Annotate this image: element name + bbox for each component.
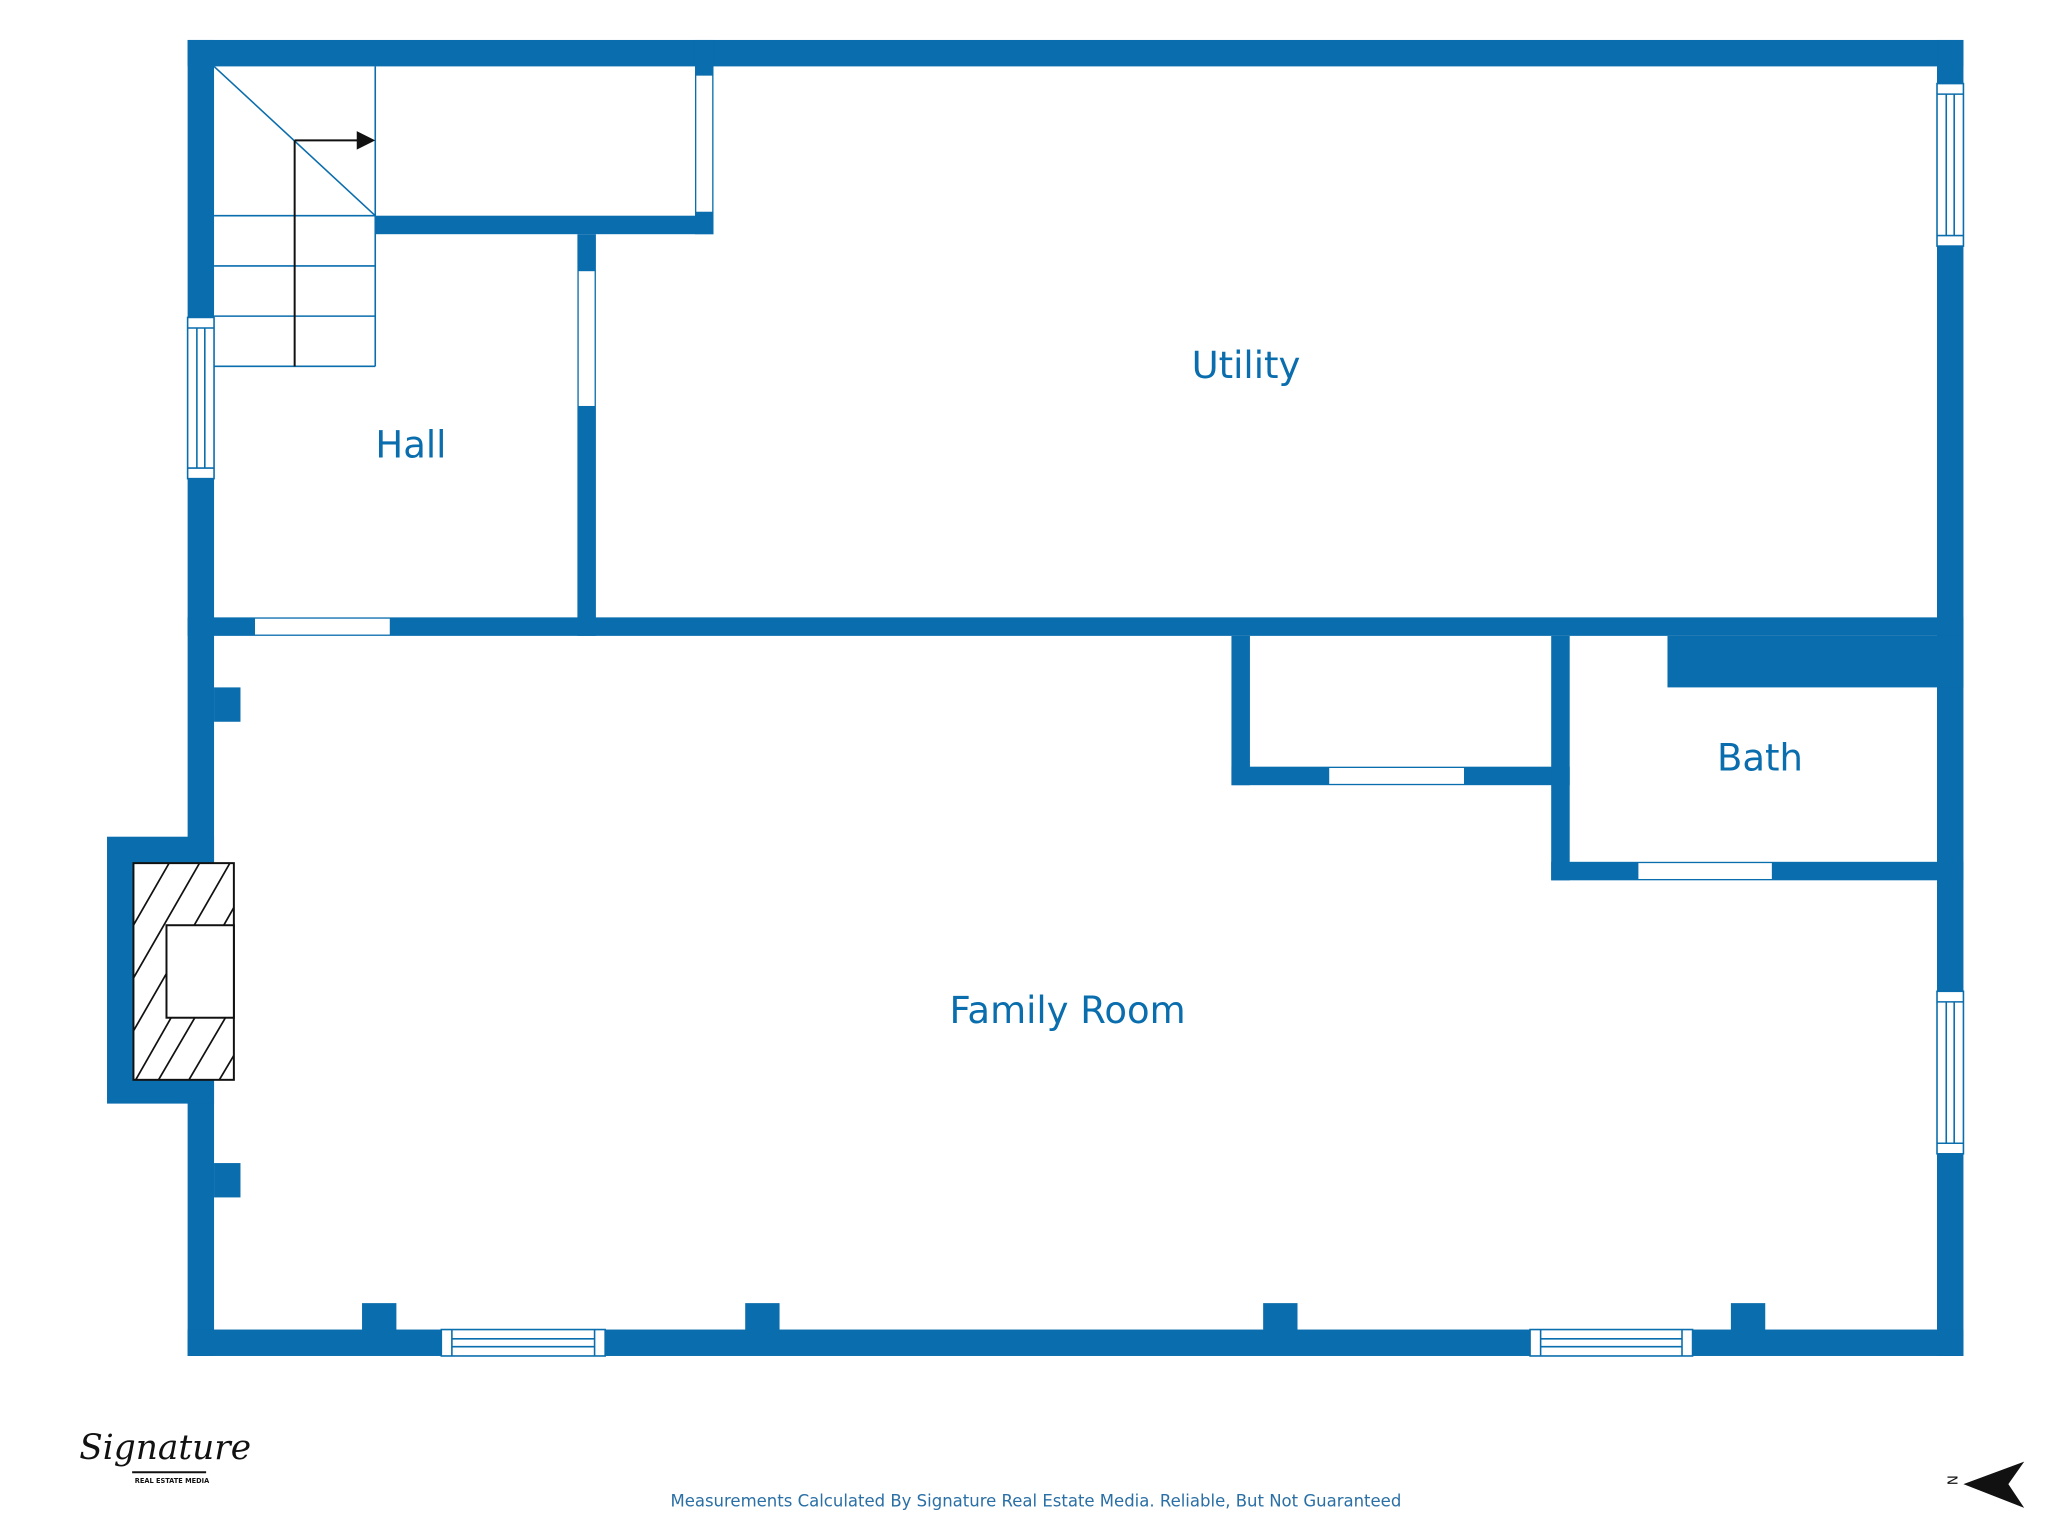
north-label: N bbox=[1944, 1475, 1959, 1485]
stairs bbox=[213, 65, 377, 368]
stair-direction-arrow-icon bbox=[356, 131, 376, 150]
room-label-hall: Hall bbox=[375, 423, 446, 466]
north-compass: N bbox=[1944, 1461, 2025, 1508]
room-label-bath: Bath bbox=[1717, 737, 1803, 780]
signature-logo: Signature REAL ESTATE MEDIA bbox=[79, 1428, 251, 1485]
fireplace bbox=[132, 862, 235, 1081]
walls bbox=[107, 39, 1964, 1356]
north-arrow-icon bbox=[1963, 1461, 2025, 1508]
door-openings bbox=[255, 75, 1772, 879]
logo-subtitle: REAL ESTATE MEDIA bbox=[135, 1477, 210, 1485]
disclaimer: Measurements Calculated By Signature Rea… bbox=[670, 1492, 1401, 1511]
room-label-utility: Utility bbox=[1192, 344, 1301, 387]
windows bbox=[186, 82, 1965, 1357]
room-label-family-room: Family Room bbox=[950, 989, 1186, 1032]
logo-script: Signature bbox=[79, 1428, 251, 1468]
